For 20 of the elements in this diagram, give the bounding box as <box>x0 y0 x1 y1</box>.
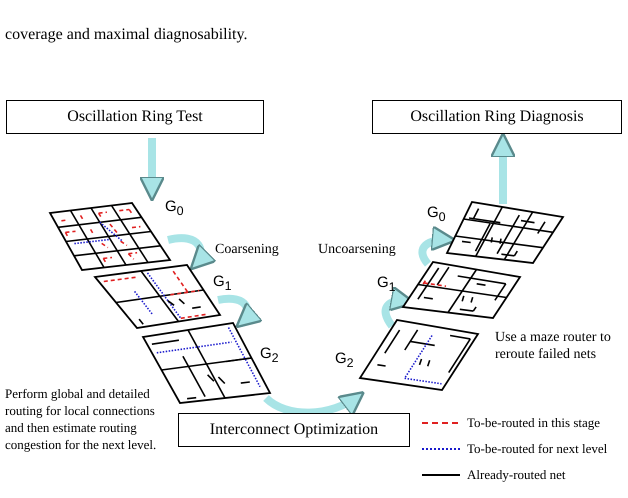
process-box: Oscillation Ring Diagnosis <box>372 100 622 134</box>
process-box: Oscillation Ring Test <box>6 100 264 134</box>
arrow <box>490 132 516 204</box>
legend-text: Already-routed net <box>467 466 566 483</box>
step-label: Coarsening <box>215 241 280 258</box>
step-label: Uncoarsening <box>318 241 397 258</box>
level-label: G$_{0}$ <box>165 198 184 218</box>
process-box: Interconnect Optimization <box>178 413 410 447</box>
level-label: G$_{0}$ <box>427 204 446 224</box>
level-label: G$_{1}$ <box>213 273 232 293</box>
level-label: G$_{2}$ <box>260 345 279 365</box>
arrow <box>138 138 166 202</box>
legend-text: To-be-routed in this stage <box>467 414 600 431</box>
level-label: G$_{2}$ <box>335 350 354 370</box>
level-label: G$_{1}$ <box>377 274 396 294</box>
note: Use a maze router to reroute failed nets <box>495 329 612 363</box>
arrow <box>217 294 264 329</box>
body-text: coverage and maximal diagnosability. <box>5 25 248 45</box>
legend-text: To-be-routed for next level <box>467 440 608 457</box>
note: Perform global and detailed routing for local connections and then estimate routing congestion for the next level. <box>5 385 158 453</box>
